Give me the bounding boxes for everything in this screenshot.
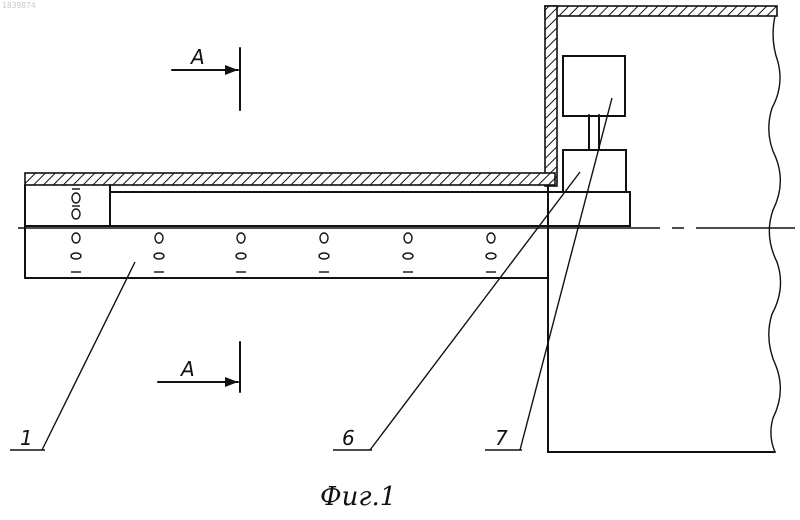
figure-caption: Фиг.1 (320, 482, 396, 512)
section-label-top: A (189, 45, 205, 69)
carriage-block (563, 150, 626, 192)
housing-wall (545, 6, 777, 452)
callout-label-7: 7 (495, 426, 508, 450)
cover-plate (25, 173, 555, 185)
perforation-holes (71, 189, 496, 272)
section-label-bottom: A (179, 357, 195, 381)
beam-body (25, 185, 548, 278)
callout-label-6: 6 (342, 426, 355, 450)
connecting-rod (589, 115, 599, 150)
document-number: 1839874 (2, 1, 36, 10)
callout-label-1: 1 (20, 426, 33, 450)
section-mark-top: A (172, 45, 240, 110)
callout-6: 6 (333, 172, 580, 450)
actuator-box (563, 56, 625, 116)
break-line (769, 16, 781, 452)
section-mark-bottom: A (158, 342, 240, 392)
callout-1: 1 (10, 262, 135, 450)
